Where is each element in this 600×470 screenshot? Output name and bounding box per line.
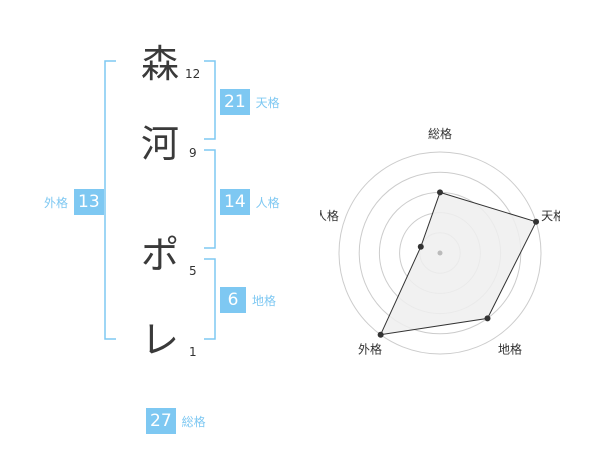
- jinkaku-bracket: [204, 149, 216, 249]
- soukaku-label: 総格: [181, 414, 206, 429]
- radar-point: [417, 243, 424, 250]
- radar-center: [437, 250, 443, 256]
- radar-axis-label: 人格: [320, 208, 339, 223]
- stroke-count-1: 12: [185, 67, 201, 81]
- radar-point: [484, 315, 491, 322]
- radar-axis-label: 総格: [428, 126, 452, 141]
- radar-axis-label: 地格: [498, 341, 522, 356]
- name-column: 森 12 河 9 ポ 5 レ 1: [140, 42, 201, 362]
- soukaku-value: 27: [146, 408, 176, 434]
- bracket-lines: [104, 60, 216, 340]
- gaikaku-label: 外格: [44, 195, 69, 210]
- stroke-count-3: 5: [189, 264, 197, 278]
- stroke-count-4: 1: [189, 345, 197, 359]
- jinkaku-group: 14 人格: [220, 189, 286, 215]
- chikaku-value: 6: [220, 287, 246, 313]
- stroke-count-2: 9: [189, 146, 197, 160]
- radar-area: [379, 191, 537, 336]
- gaikaku-bracket: [104, 60, 116, 340]
- chikaku-bracket: [204, 258, 216, 340]
- radar-grid-ring: [338, 151, 542, 355]
- radar-point: [377, 331, 384, 338]
- name-char-1: 森: [140, 42, 179, 86]
- chikaku-group: 6 地格: [220, 287, 282, 313]
- name-char-4: レ: [140, 318, 179, 362]
- tenkaku-value: 21: [220, 89, 250, 115]
- radar-axis-label: 外格: [358, 341, 382, 356]
- tenkaku-label: 天格: [255, 95, 280, 110]
- radar-point: [437, 189, 443, 196]
- radar-point: [533, 218, 540, 225]
- radar-axis-label: 天格: [541, 208, 560, 223]
- jinkaku-value: 14: [220, 189, 250, 215]
- jinkaku-label: 人格: [255, 195, 280, 210]
- name-char-2: 河: [140, 122, 179, 166]
- chikaku-label: 地格: [252, 293, 277, 308]
- name-char-3: ポ: [140, 233, 179, 277]
- gaikaku-value: 13: [74, 189, 104, 215]
- tenkaku-group: 21 天格: [220, 89, 286, 115]
- soukaku-group: 27 総格: [146, 408, 212, 434]
- gaikaku-group: 外格 13: [38, 189, 104, 215]
- tenkaku-bracket: [204, 60, 216, 140]
